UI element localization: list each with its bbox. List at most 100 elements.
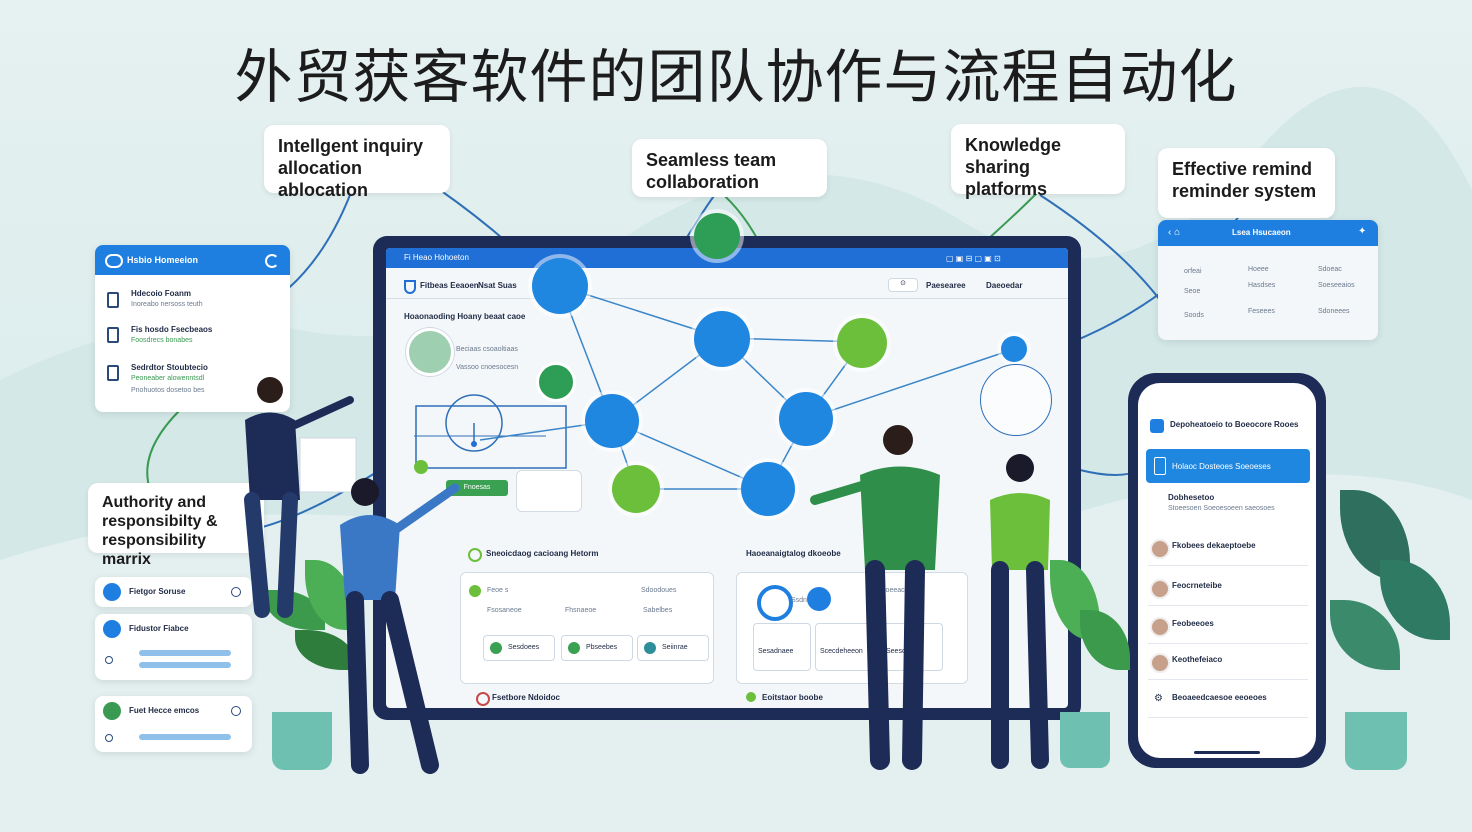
home-indicator (1194, 751, 1260, 754)
matrix-row[interactable]: Fuet Hecce emcos (95, 696, 252, 752)
page-title: 外贸获客软件的团队协作与流程自动化 (234, 43, 1238, 111)
panel-button-label: Seiinrae (662, 644, 688, 651)
knowledge-node[interactable] (1001, 336, 1027, 362)
list-item[interactable]: ⚙ Beoaeedcaesoe eeoeoes (1148, 685, 1308, 718)
list-item[interactable]: Feobeeoes (1148, 611, 1308, 644)
back-icon[interactable]: ‹ ⌂ (1168, 227, 1181, 238)
section-right-title: Haoeanaigtalog dkoeobe (746, 549, 841, 558)
panel-button[interactable]: Seiinrae (637, 635, 709, 661)
gear-icon: ⚙ (1154, 693, 1163, 704)
reminder-cell: Seoe (1184, 288, 1201, 295)
panel-button[interactable]: Sesadnaee (753, 623, 811, 671)
network-node-right[interactable] (779, 392, 833, 446)
phone-title: Depoheatoeio to Boeocore Rooes (1170, 420, 1299, 429)
panel-button-label: Seesosie (886, 648, 915, 655)
team-avatar (406, 328, 454, 376)
phone-screen: Depoheatoeio to Boeocore Rooes Holaoc Do… (1138, 383, 1316, 758)
radio-icon[interactable] (231, 706, 241, 716)
team-collab-node[interactable] (694, 213, 740, 259)
status-dot-icon (568, 642, 580, 654)
avatar (1150, 539, 1170, 559)
avatar (1150, 617, 1170, 637)
phone-icon (1154, 457, 1166, 475)
network-node-center[interactable] (694, 311, 750, 367)
matrix-row-label: Fietgor Soruse (129, 587, 186, 596)
reminder-cell: Soeseeaios (1318, 282, 1355, 289)
matrix-row[interactable]: Fietgor Soruse (95, 577, 252, 607)
section-left-title: Sneoicdaog cacioang Hetorm (486, 549, 599, 558)
status-dot-icon (490, 642, 502, 654)
status-dot-icon (414, 460, 428, 474)
avatar (1150, 653, 1170, 673)
inquiry-item-sub: Foosdrecs bonabes (131, 337, 193, 344)
user-icon (103, 620, 121, 638)
knowledge-globe-icon (980, 364, 1052, 436)
list-item-label: Feobeeoes (1172, 619, 1214, 628)
inquiry-item-sub: Inoreabo nersoss teuth (131, 301, 203, 308)
refresh-icon[interactable] (265, 254, 279, 268)
cloud-icon (105, 254, 123, 268)
window-controls[interactable]: ▢ ▣ ⊟ ▢ ▣ ⊡ (946, 254, 1001, 263)
network-node-lock[interactable] (532, 258, 588, 314)
matrix-row[interactable]: Fidustor Fiabce (95, 614, 252, 680)
network-node-bottom[interactable] (741, 462, 795, 516)
callout-responsibility-matrix: Authority and responsibilty & responsibi… (88, 483, 264, 568)
progress-bar (139, 734, 231, 740)
people-icon (807, 587, 831, 611)
flow-line: Vassoo cnoesocesn (456, 364, 519, 371)
inquiry-card-header: Hsbio Homeeion (95, 245, 290, 275)
list-item[interactable]: Feocrneteibe (1148, 573, 1308, 606)
phone-icon (107, 365, 119, 381)
panel-button-label: Sesdoees (508, 644, 540, 651)
list-item[interactable]: Keothefeiaco (1148, 647, 1308, 680)
callout-knowledge-sharing: Knowledge sharing platforms (951, 124, 1125, 199)
status-dot-icon (644, 642, 656, 654)
flow-diagram (414, 394, 567, 469)
inquiry-item-title[interactable]: Hdecoio Foanm (131, 289, 192, 298)
callout-inquiry-allocation: Intellgent inquiry allocation ablocation (264, 125, 450, 200)
list-item-label: Beoaeedcaesoe eeoeoes (1172, 693, 1267, 702)
inquiry-item-title[interactable]: Sedrdtor Stoubtecio (131, 363, 208, 372)
globe-icon (536, 362, 576, 402)
toolbar-left-label[interactable]: Fitbeas Eeaoen (420, 281, 479, 290)
panel-button[interactable]: Sesdoees (483, 635, 555, 661)
matrix-row-label: Fidustor Fiabce (129, 624, 189, 633)
list-item[interactable]: Fkobees dekaeptoebe (1148, 533, 1308, 566)
table-cell: Fsosaneoe (487, 607, 522, 614)
green-action-button[interactable]: Fnoesas (446, 480, 508, 496)
avatar (1150, 579, 1170, 599)
left-panel: Feoe s Sdoodoues Fsosaneoe Fhsnaeoe Sabe… (460, 572, 714, 684)
toolbar-right-label[interactable]: Paesearee (926, 281, 966, 290)
phone-banner[interactable]: Holaoc Dosteoes Soeoeses (1146, 449, 1310, 483)
divider (386, 298, 1068, 299)
plant-pot (1060, 712, 1110, 768)
network-node-green[interactable] (837, 318, 887, 368)
user-icon (103, 702, 121, 720)
matrix-row-label: Fuet Hecce emcos (129, 706, 200, 715)
network-node-bottom-green[interactable] (612, 465, 660, 513)
radio-icon[interactable] (105, 734, 113, 742)
right-panel-head: Sdoeeacstores (877, 587, 924, 594)
network-node-left[interactable] (585, 394, 639, 448)
status-dot-icon (476, 692, 490, 706)
toolbar-button[interactable]: ⊙ (888, 278, 918, 292)
phone-banner-label: Holaoc Dosteoes Soeoeses (1172, 462, 1271, 471)
phone-icon (107, 292, 119, 308)
list-item-label: Keothefeiaco (1172, 655, 1223, 664)
reminder-cell: Soods (1184, 312, 1204, 319)
toolbar-mid-label[interactable]: Nsat Suas (478, 281, 517, 290)
panel-button[interactable]: Pbseebes (561, 635, 633, 661)
reminder-cell: Sdoeac (1318, 266, 1342, 273)
flow-card[interactable] (516, 470, 582, 512)
left-panel-head: Sdoodoues (641, 587, 677, 594)
radio-icon[interactable] (105, 656, 113, 664)
plant-right (1330, 490, 1450, 700)
plant-pot (272, 712, 332, 770)
radio-icon[interactable] (231, 587, 241, 597)
footer-right-label: Eoitstaor boobe (762, 693, 823, 702)
right-panel-label: Ssdnne (791, 597, 815, 604)
inquiry-item-title[interactable]: Fis hosdo Fsecbeaos (131, 325, 213, 334)
progress-ring-icon (757, 585, 793, 621)
toolbar-right-label[interactable]: Daeoedar (986, 281, 1023, 290)
